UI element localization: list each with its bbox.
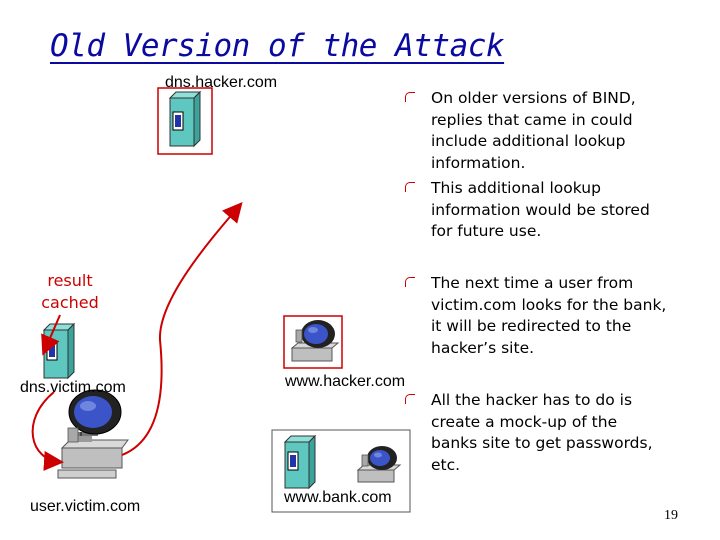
page-number: 19 [664, 508, 678, 523]
www-bank-icons [271, 429, 411, 513]
www-hacker-label: www.hacker.com [285, 373, 406, 390]
bullet-marker-icon [405, 394, 415, 404]
bullet-item: This additional lookup information would… [405, 178, 650, 243]
arrow-dns-victim-to-user [31, 391, 64, 471]
dns-hacker-label: dns.hacker.com [165, 74, 278, 91]
dns-victim-label: dns.victim.com [20, 379, 126, 396]
dns-victim-server-icon [42, 322, 76, 380]
bullet-list: On older versions of BIND, replies that … [405, 0, 705, 540]
bullet-item: All the hacker has to do is create a moc… [405, 390, 653, 476]
user-victim-label: user.victim.com [30, 498, 141, 515]
bullet-marker-icon [405, 277, 415, 287]
bullet-marker-icon [405, 182, 415, 192]
dns-hacker-server-icon [157, 87, 213, 155]
www-bank-label: www.bank.com [284, 489, 392, 506]
result-cached-label: result cached [41, 271, 99, 312]
bullet-item: The next time a user from victim.com loo… [405, 273, 666, 359]
bullet-marker-icon [405, 92, 415, 102]
www-hacker-computer-icon [283, 315, 343, 369]
bullet-item: On older versions of BIND, replies that … [405, 88, 636, 174]
slide-title: Old Version of the Attack [50, 28, 505, 64]
user-victim-computer-icon [57, 389, 129, 479]
arrow-user-to-dns-victim [121, 201, 243, 456]
arrow-cached-to-server [41, 314, 61, 356]
